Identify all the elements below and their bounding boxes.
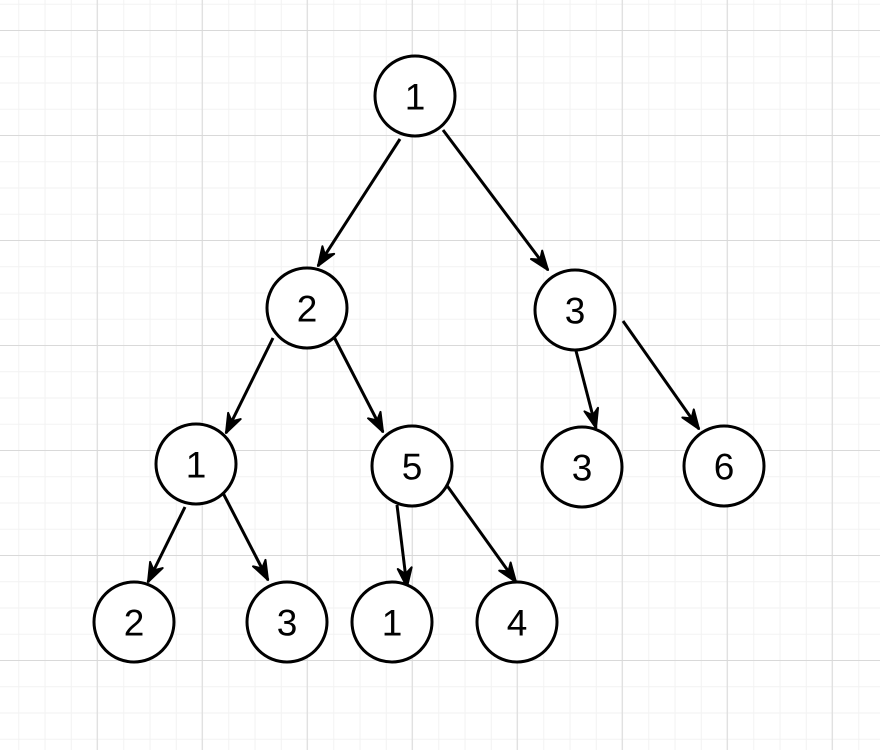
tree-edge-R-RL[interactable]	[573, 346, 600, 429]
tree-edge-LR-LRL[interactable]	[395, 504, 413, 588]
tree-node-LRR[interactable]	[475, 580, 559, 664]
tree-node-label: 1	[382, 603, 403, 644]
tree-node-L[interactable]	[265, 266, 349, 350]
tree-edge-root-L[interactable]	[316, 138, 402, 267]
tree-node-label: 2	[297, 289, 318, 330]
tree-node-RR[interactable]	[682, 424, 766, 508]
tree-edge-R-RR[interactable]	[621, 320, 701, 430]
tree-node-RL[interactable]	[540, 425, 624, 509]
tree-node-label: 3	[565, 291, 586, 332]
tree-edge-L-LL[interactable]	[224, 337, 275, 434]
tree-edge-LL-LLL[interactable]	[146, 506, 187, 583]
tree-node-label: 3	[277, 603, 298, 644]
tree-node-root[interactable]	[373, 54, 457, 138]
tree-node-LL[interactable]	[154, 422, 238, 506]
tree-node-label: 4	[507, 603, 528, 644]
edges-layer	[146, 129, 701, 588]
tree-node-label: 5	[402, 447, 423, 488]
tree-node-R[interactable]	[533, 268, 617, 352]
tree-node-label: 1	[405, 77, 426, 118]
tree-node-LRL[interactable]	[350, 580, 434, 664]
tree-edge-LL-LLR[interactable]	[221, 492, 270, 581]
tree-edge-LR-LRR[interactable]	[441, 479, 518, 583]
tree-edge-root-R[interactable]	[441, 129, 550, 271]
tree-node-LR[interactable]	[370, 424, 454, 508]
tree-node-label: 3	[572, 448, 593, 489]
tree-node-LLL[interactable]	[92, 580, 176, 664]
tree-node-label: 1	[186, 445, 207, 486]
tree-edge-L-LR[interactable]	[332, 336, 385, 433]
tree-node-label: 6	[714, 447, 735, 488]
tree-node-label: 2	[124, 603, 145, 644]
nodes-layer: 1 2 3 1 5 3 6 2 3 1 4	[92, 54, 766, 664]
tree-node-LLR[interactable]	[245, 580, 329, 664]
